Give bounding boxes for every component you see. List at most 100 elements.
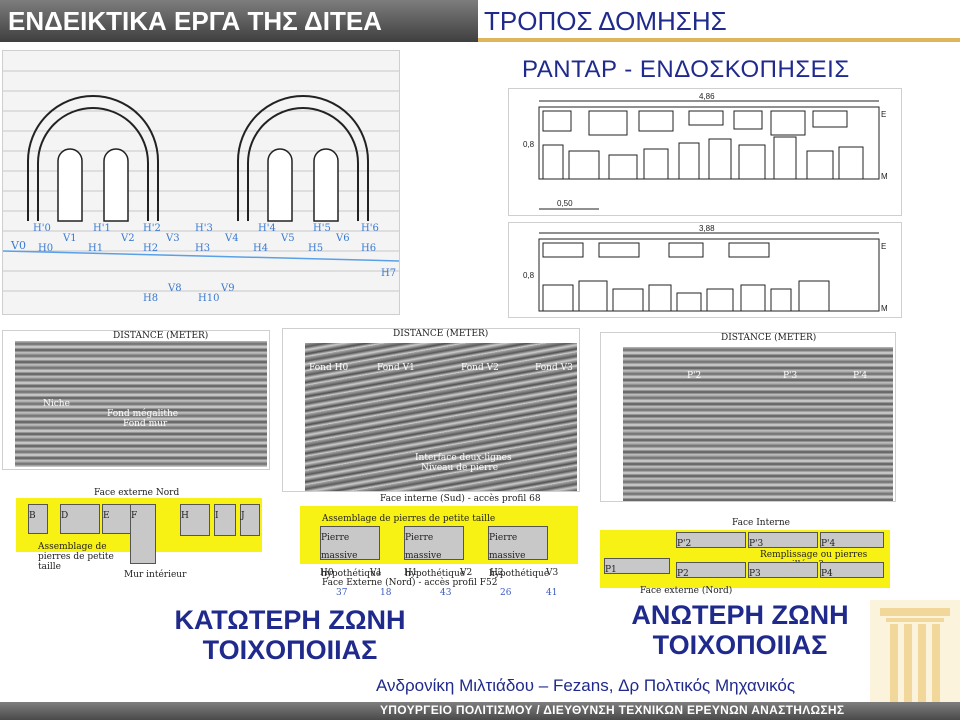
section-mid-num-5: 41 xyxy=(546,588,558,598)
section-mid-num-3: 43 xyxy=(440,588,452,598)
radar-mid-fond-h0: Fond H0 xyxy=(309,363,349,373)
profile-top-scale: 0,50 xyxy=(557,199,573,208)
radar-right-p2: P'2 xyxy=(687,371,702,381)
column-decoration-svg xyxy=(870,600,960,702)
section-mid-v2: V2 xyxy=(460,568,473,578)
radar-image-left xyxy=(15,341,267,467)
block-p3: P3 xyxy=(748,562,818,579)
radar-right-p3: P'3 xyxy=(783,371,798,381)
radar-mid-fond-v1: Fond V1 xyxy=(377,363,415,373)
radar-right-p4: P'4 xyxy=(853,371,868,381)
svg-text:H'0: H'0 xyxy=(33,223,51,234)
svg-text:H'2: H'2 xyxy=(143,223,161,234)
block-p2-top: P'2 xyxy=(676,532,746,549)
profile-top-height: 0,8 xyxy=(523,140,535,149)
block-p4: P4 xyxy=(820,562,884,579)
zone-lower-line2: ΤΟΙΧΟΠΟΙΙΑΣ xyxy=(202,635,378,665)
block-p2: P2 xyxy=(676,562,746,579)
author-credit: Ανδρονίκη Μιλτιάδου – Fezans, Δρ Πολτικό… xyxy=(376,676,796,695)
section-mid-v3: V3 xyxy=(546,568,559,578)
profile-top-width: 4,86 xyxy=(699,92,715,101)
tab-construction-method-label: ΤΡΟΠΟΣ ΔΟΜΗΣΗΣ xyxy=(484,6,727,36)
tab-construction-method[interactable]: ΤΡΟΠΟΣ ΔΟΜΗΣΗΣ xyxy=(478,0,960,42)
elevation-drawing: V0 H'0 V1 H'1 V2 H'2 V3 H'3 V4 H'4 V5 H'… xyxy=(2,50,400,315)
tab-underline xyxy=(478,38,960,42)
section-mid-v1: V1 xyxy=(370,568,383,578)
radar-mid-interface: Interface deux-lignes xyxy=(415,453,512,463)
block-h: H xyxy=(180,504,210,536)
svg-text:H7: H7 xyxy=(381,268,396,279)
svg-text:H2: H2 xyxy=(143,243,158,254)
svg-text:V6: V6 xyxy=(335,233,350,244)
section-right: Face Interne P'2 P'3 P'4 Remplissage ou … xyxy=(600,514,896,598)
profile-drawing-bottom-svg: 3,88 0,8 E M xyxy=(523,224,888,313)
svg-text:H'4: H'4 xyxy=(258,223,276,234)
svg-text:H10: H10 xyxy=(198,293,219,304)
block-j: J xyxy=(240,504,260,536)
pierre-massive-2: Pierre massive hypothétique xyxy=(404,526,465,579)
profile-drawing-bottom: 3,88 0,8 E M xyxy=(508,222,902,318)
section-mid-num-1: 37 xyxy=(336,588,348,598)
radar-left-fond-mur: Fond mur xyxy=(123,419,168,429)
profile-drawing-top-svg: 4,86 0,8 E M 0,50 xyxy=(523,92,888,210)
footer-text: ΥΠΟΥΡΓΕΙΟ ΠΟΛΙΤΙΣΜΟΥ / ΔΙΕΥΘΥΝΣΗ ΤΕΧΝΙΚΩ… xyxy=(380,703,845,717)
section-mid-h2: H2 xyxy=(490,568,504,578)
block-p4-top: P'4 xyxy=(820,532,884,549)
section-left-assemblage: Assemblage de pierres de petite taille xyxy=(38,542,114,572)
tab-indicative-works[interactable]: ΕΝΔΕΙΚΤΙΚΑ ΕΡΓΑ ΤΗΣ ΔΙΤΕΑ xyxy=(0,0,478,42)
svg-text:H0: H0 xyxy=(38,243,53,254)
zone-lower-line1: ΚΑΤΩΤΕΡΗ ΖΩΝΗ xyxy=(174,605,406,635)
svg-text:V3: V3 xyxy=(165,233,180,244)
footer-bar: ΥΠΟΥΡΓΕΙΟ ΠΟΛΙΤΙΣΜΟΥ / ΔΙΕΥΘΥΝΣΗ ΤΕΧΝΙΚΩ… xyxy=(0,702,960,720)
block-b: B xyxy=(28,504,48,534)
block-p3-top: P'3 xyxy=(748,532,818,549)
svg-text:H8: H8 xyxy=(143,293,158,304)
svg-text:H1: H1 xyxy=(88,243,103,254)
section-middle: Face interne (Sud) - accès profil 68 Ass… xyxy=(300,494,580,598)
svg-text:V4: V4 xyxy=(224,233,239,244)
radar-mid-fond-v2: Fond V2 xyxy=(461,363,499,373)
profile-bottom-label-e: E xyxy=(881,242,886,251)
profile-top-label-e: E xyxy=(881,110,886,119)
block-d: D xyxy=(60,504,100,534)
svg-text:H'3: H'3 xyxy=(195,223,213,234)
section-right-face-interne: Face Interne xyxy=(732,518,790,528)
section-mid-h1: H1 xyxy=(404,568,418,578)
section-mid-h0: H0 xyxy=(320,568,334,578)
section-mid-face-sud: Face interne (Sud) - accès profil 68 xyxy=(380,494,541,504)
radar-profile-right: DISTANCE (METER) P'2 P'3 P'4 xyxy=(600,332,896,502)
svg-text:H'5: H'5 xyxy=(313,223,331,234)
svg-text:V9: V9 xyxy=(220,283,235,294)
pierre-massive-3: Pierre massive hypothétique xyxy=(488,526,549,579)
radar-mid-title: DISTANCE (METER) xyxy=(393,329,489,339)
block-f: F xyxy=(130,504,156,564)
svg-text:V0: V0 xyxy=(10,239,26,252)
column-decoration xyxy=(860,600,960,702)
section-right-face-nord: Face externe (Nord) xyxy=(640,586,733,596)
block-p1: P1 xyxy=(604,558,670,575)
radar-left-title: DISTANCE (METER) xyxy=(113,331,209,341)
zone-lower-caption: ΚΑΤΩΤΕΡΗ ΖΩΝΗ ΤΟΙΧΟΠΟΙΙΑΣ xyxy=(150,605,430,665)
svg-text:H4: H4 xyxy=(253,243,268,254)
radar-image-middle xyxy=(305,343,577,491)
svg-text:H3: H3 xyxy=(195,243,210,254)
zone-upper-line1: ΑΝΩΤΕΡΗ ΖΩΝΗ xyxy=(631,600,849,630)
radar-mid-fond-v3: Fond V3 xyxy=(535,363,573,373)
slide-subtitle: ΡΑΝΤΑΡ - ΕΝΔΟΣΚΟΠΗΣΕΙΣ xyxy=(522,56,850,83)
section-left-mur: Mur intérieur xyxy=(124,570,187,580)
radar-profile-middle: DISTANCE (METER) Fond H0 Fond V1 Fond V2… xyxy=(282,328,580,492)
elevation-drawing-svg: V0 H'0 V1 H'1 V2 H'2 V3 H'3 V4 H'4 V5 H'… xyxy=(3,51,399,314)
svg-text:H6: H6 xyxy=(361,243,376,254)
radar-left-niche: Niche xyxy=(43,399,70,409)
section-mid-assemblage: Assemblage de pierres de petite taille xyxy=(322,514,496,524)
zone-upper-caption: ΑΝΩΤΕΡΗ ΖΩΝΗ ΤΟΙΧΟΠΟΙΙΑΣ xyxy=(600,600,880,660)
radar-profile-left: DISTANCE (METER) Niche Fond mégalithe Fo… xyxy=(2,330,270,470)
section-mid-num-2: 18 xyxy=(380,588,392,598)
radar-left-fond-megalithe: Fond mégalithe xyxy=(107,409,179,419)
zone-upper-line2: ΤΟΙΧΟΠΟΙΙΑΣ xyxy=(652,630,828,660)
svg-text:H5: H5 xyxy=(308,243,323,254)
section-mid-face-nord: Face Externe (Nord) - accès profil F52 xyxy=(322,578,498,588)
svg-text:H'6: H'6 xyxy=(361,223,379,234)
profile-bottom-width: 3,88 xyxy=(699,224,715,233)
section-left: Face externe Nord B D E F H I J Assembla… xyxy=(14,486,266,586)
